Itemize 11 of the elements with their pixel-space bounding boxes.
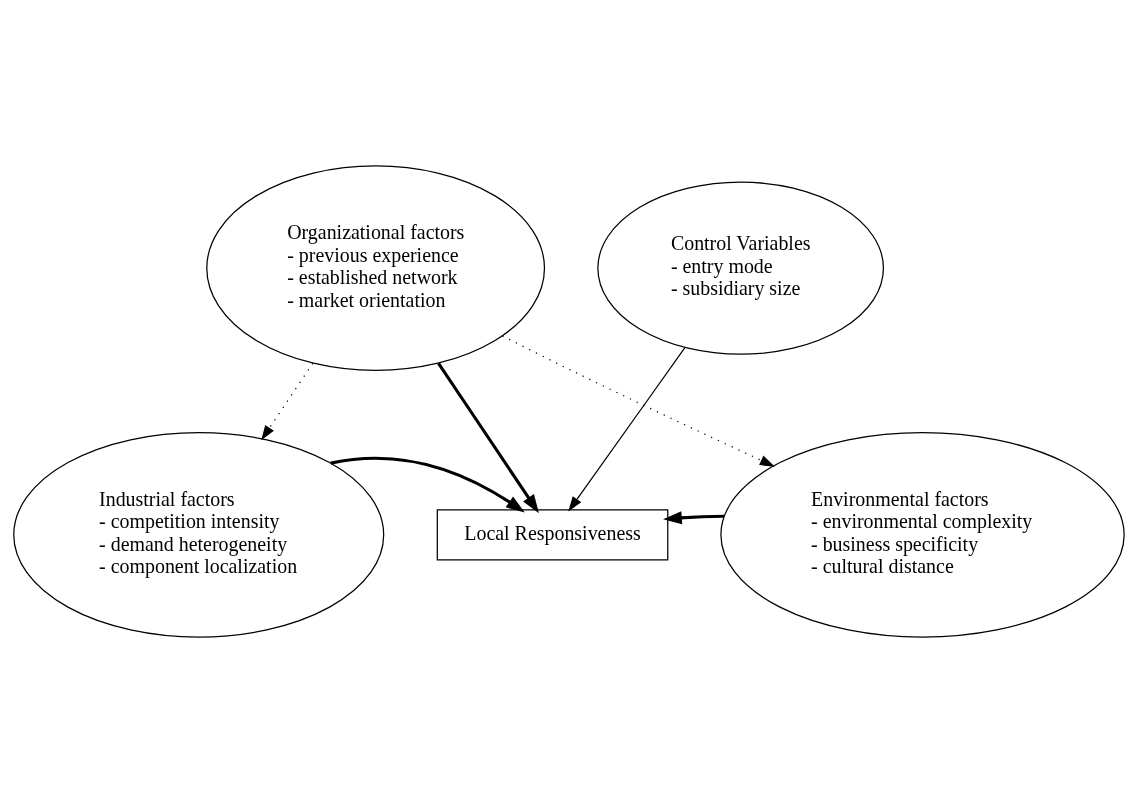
node-ellipse: Industrial factors - competition intensity - demand heterogeneity - component localization: [13, 431, 385, 638]
node-box: Local Responsiveness: [436, 508, 669, 560]
arrow: [261, 362, 314, 440]
arrow: [568, 346, 686, 511]
arrow: [330, 456, 525, 513]
node-ellipse: Control Variables - entry mode - subsidiary size: [597, 180, 885, 355]
arrow: [501, 334, 775, 467]
arrow: [663, 510, 725, 524]
node-ellipse: Organizational factors - previous experience - established network - market orientation: [206, 164, 546, 371]
node-ellipse: Environmental factors - environmental complexity - business specificity - cultural distance: [720, 431, 1125, 638]
arrow: [437, 361, 539, 513]
